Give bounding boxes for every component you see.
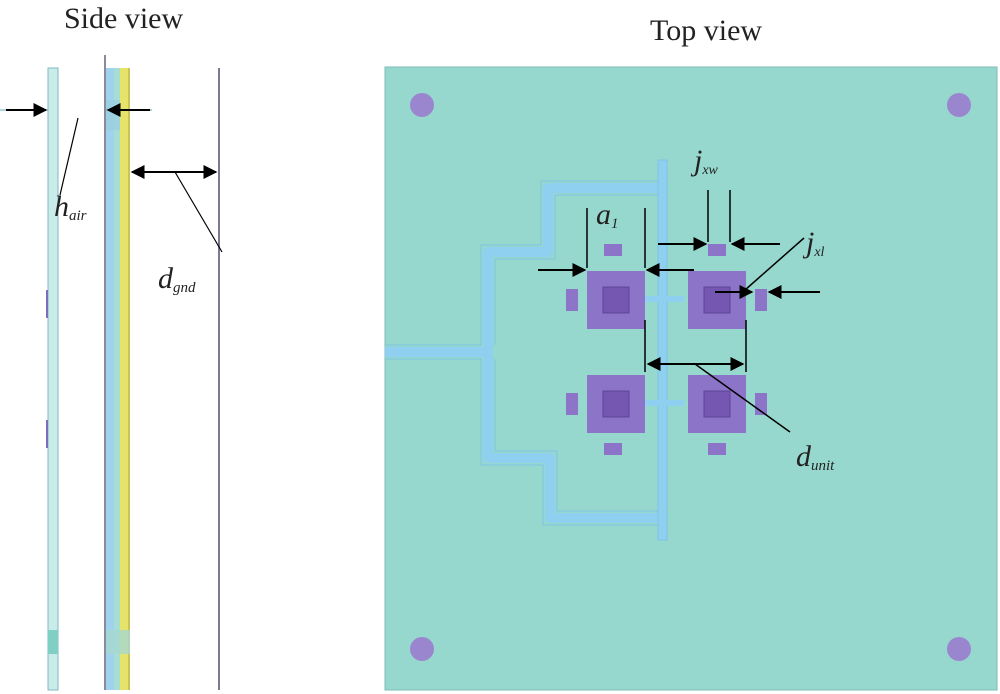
mounting-hole — [410, 637, 434, 661]
top-view-title: Top view — [650, 14, 763, 47]
mounting-hole — [947, 637, 971, 661]
stack-layer-outline — [104, 55, 106, 690]
top-view: a1 jxw jxl dunit — [384, 66, 998, 691]
ground-plane — [218, 68, 220, 690]
side-view-title: Side view — [64, 2, 184, 35]
patch-unit-top-left — [566, 244, 645, 329]
stack-mark — [106, 100, 120, 130]
superstrate-mark — [46, 420, 48, 448]
j-xl-label: jxl — [802, 226, 825, 260]
j-xw-dimension — [658, 190, 780, 251]
side-view: hair dgnd — [0, 55, 223, 691]
mounting-hole — [947, 93, 971, 117]
d-unit-label: dunit — [796, 440, 835, 474]
stack-mark — [106, 630, 130, 654]
superstrate-mark — [46, 290, 48, 318]
d-gnd-leader — [174, 171, 223, 253]
patch-unit-bottom-left — [566, 375, 645, 455]
stack-layer-blue — [106, 68, 114, 690]
d-gnd-label: dgnd — [158, 262, 196, 296]
a1-label: a1 — [596, 198, 619, 232]
stack-layer-edge — [128, 68, 130, 690]
h-air-label: hair — [54, 190, 87, 224]
superstrate-layer — [47, 67, 59, 691]
j-xw-label: jxw — [690, 144, 719, 178]
mounting-hole — [410, 93, 434, 117]
superstrate-mark — [48, 630, 58, 654]
stack-layer-yellow — [120, 68, 130, 690]
j-xl-dimension — [715, 237, 820, 299]
feed-network — [385, 159, 684, 541]
h-air-leader — [59, 117, 79, 196]
a1-dimension — [538, 208, 694, 277]
d-unit-dimension — [644, 320, 791, 433]
stack-layer-teal — [114, 68, 120, 690]
